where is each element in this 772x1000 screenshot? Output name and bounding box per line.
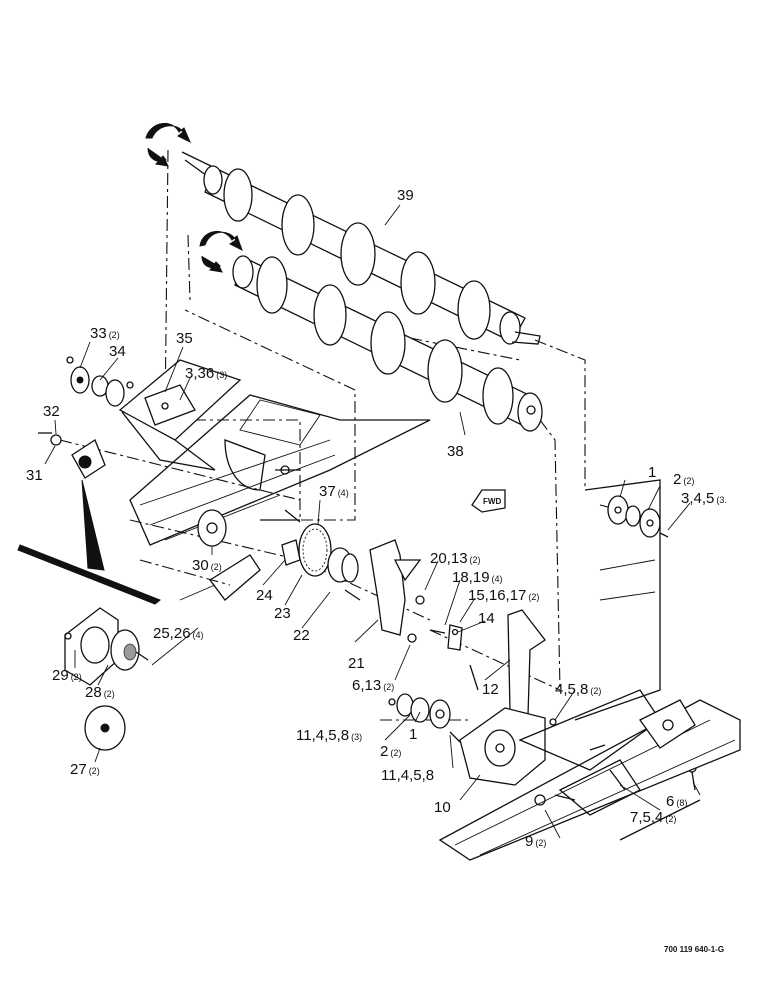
callout-24: 24 bbox=[256, 587, 273, 604]
lower-auger bbox=[199, 231, 543, 432]
callout-28: 28(2) bbox=[85, 684, 115, 701]
callout-3-4-5: 3,4,5(3. bbox=[681, 490, 727, 507]
shields bbox=[369, 539, 546, 716]
callout-30: 30(2) bbox=[192, 557, 222, 574]
callout-7-5-4: 7,5,4(2) bbox=[630, 809, 676, 826]
callout-1-lower: 1 bbox=[409, 726, 417, 743]
callout-25-26: 25,26(4) bbox=[153, 625, 204, 642]
callout-10: 10 bbox=[434, 799, 451, 816]
callout-6-8: 6(8) bbox=[666, 793, 687, 810]
callout-20-13: 20,13(2) bbox=[430, 550, 481, 567]
bearing-group-33-34 bbox=[66, 356, 134, 407]
callout-27: 27(2) bbox=[70, 761, 100, 778]
fasteners bbox=[388, 595, 697, 791]
callout-37: 37(4) bbox=[319, 483, 349, 500]
callout-15-16-17: 15,16,17(2) bbox=[468, 587, 539, 604]
leader-lines bbox=[44, 204, 701, 839]
detail-bearing-assembly bbox=[64, 607, 149, 751]
callout-29: 29(2) bbox=[52, 667, 82, 684]
callout-31: 31 bbox=[26, 467, 43, 484]
callout-18-19: 18,19(4) bbox=[452, 569, 503, 586]
upper-auger bbox=[145, 123, 541, 345]
drawing-number: 700 119 640-1-G bbox=[664, 945, 724, 954]
callout-6-13: 6,13(2) bbox=[352, 677, 394, 694]
right-bearing-group bbox=[607, 495, 669, 538]
callout-14: 14 bbox=[478, 610, 495, 627]
callout-4-5-8: 4,5,8(2) bbox=[555, 681, 601, 698]
callout-22: 22 bbox=[293, 627, 310, 644]
callout-1-upper: 1 bbox=[648, 464, 656, 481]
right-frame bbox=[438, 479, 741, 861]
callout-23: 23 bbox=[274, 605, 291, 622]
callout-11-4-5-8-3: 11,4,5,8(3) bbox=[296, 727, 362, 744]
callout-11-4-5-8: 11,4,5,8 bbox=[381, 767, 434, 784]
callout-32: 32 bbox=[43, 403, 60, 420]
fwd-direction-tag: FWD bbox=[471, 489, 506, 513]
callout-3-36: 3,36(3) bbox=[185, 365, 227, 382]
callout-2-upper: 2(2) bbox=[673, 471, 694, 488]
callout-38: 38 bbox=[447, 443, 464, 460]
callout-34: 34 bbox=[109, 343, 126, 360]
fwd-label: FWD bbox=[483, 497, 501, 506]
callout-39: 39 bbox=[397, 187, 414, 204]
sprocket-group bbox=[197, 509, 361, 601]
callout-9: 9(2) bbox=[525, 833, 546, 850]
callout-21: 21 bbox=[348, 655, 365, 672]
callout-2-lower: 2(2) bbox=[380, 743, 401, 760]
callout-12: 12 bbox=[482, 681, 499, 698]
lower-bearing-group bbox=[396, 693, 451, 729]
callout-33: 33(2) bbox=[90, 325, 120, 342]
detail-pointer bbox=[17, 479, 161, 605]
side-plate-10 bbox=[459, 707, 546, 786]
callout-35: 35 bbox=[176, 330, 193, 347]
callout-labels: 39 38 33(2) 34 35 3,36(3) 32 31 37(4) 30… bbox=[26, 187, 727, 850]
